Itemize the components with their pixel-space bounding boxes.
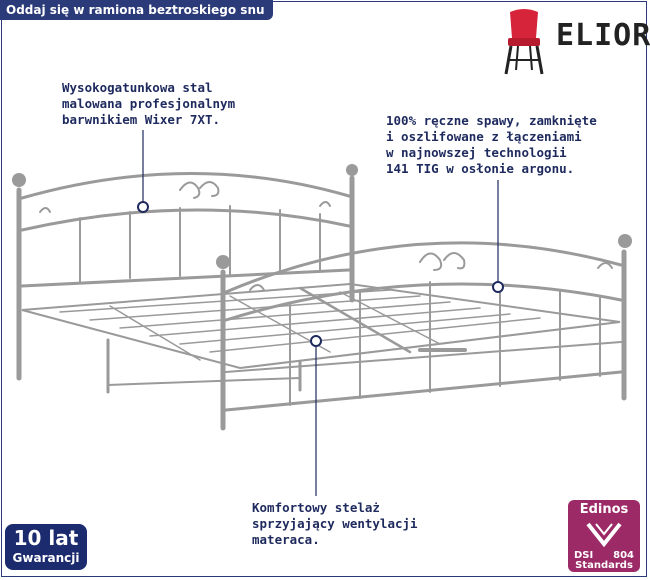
- badge-dsi: DSI: [574, 550, 594, 561]
- warranty-label: Gwarancji: [12, 551, 80, 565]
- edinos-standards-badge: Edinos DSI 804 Standards: [568, 500, 640, 572]
- logo-text: ELIOR: [556, 18, 650, 53]
- red-chair-icon: [504, 9, 544, 75]
- warranty-years: 10 lat: [13, 526, 79, 550]
- badge-standards: Standards: [575, 560, 633, 571]
- checkmark-icon: [586, 522, 622, 548]
- callout-welds: 100% ręczne spawy, zamknięte i oszlifowa…: [386, 113, 597, 176]
- badge-brand: Edinos: [579, 502, 629, 517]
- callout-frame: Komfortowy stelaż sprzyjający wentylacji…: [252, 500, 418, 547]
- badge-code: 804: [613, 550, 634, 561]
- top-banner: Oddaj się w ramiona beztroskiego snu: [0, 0, 273, 20]
- elior-logo: ELIOR: [496, 8, 650, 78]
- warranty-badge: 10 lat Gwarancji: [5, 524, 87, 570]
- callout-steel: Wysokogatunkowa stal malowana profesjona…: [62, 80, 236, 127]
